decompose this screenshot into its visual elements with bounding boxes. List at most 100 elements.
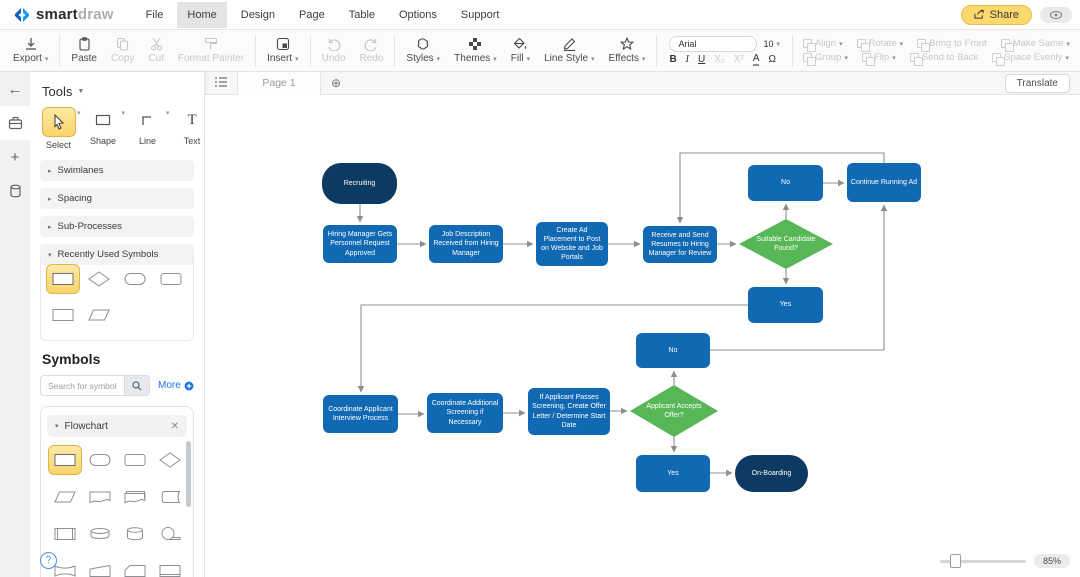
flowchart-node-no-2[interactable]: No — [636, 333, 710, 368]
bring-to-front-button[interactable]: Bring to Front — [917, 38, 987, 52]
text-tool[interactable]: T Text — [183, 111, 201, 147]
symbol-manual-input[interactable] — [83, 556, 117, 577]
fill-button[interactable]: Fill▾ — [504, 35, 537, 66]
export-button[interactable]: Export▾ — [6, 35, 55, 66]
add-page-button[interactable]: ⊕ — [331, 76, 342, 90]
themes-button[interactable]: Themes▾ — [447, 35, 504, 66]
symbol-document[interactable] — [83, 482, 117, 512]
shape-tool[interactable]: Shape — [85, 107, 122, 146]
flowchart-panel-header[interactable]: ▾Flowchart ✕ — [47, 415, 187, 437]
format-painter-button[interactable]: Format Painter — [171, 35, 251, 66]
flowchart-node-yes-2[interactable]: Yes — [636, 455, 710, 492]
share-button[interactable]: Share — [960, 4, 1032, 25]
symbol-magnetic-disk[interactable] — [83, 519, 117, 549]
copy-button[interactable]: Copy — [104, 35, 141, 66]
page-tab[interactable]: Page 1 — [237, 71, 321, 95]
line-tool[interactable]: Line — [129, 107, 166, 146]
insert-button[interactable]: Insert▾ — [260, 35, 306, 66]
underline-button[interactable]: U — [698, 54, 706, 65]
menu-page[interactable]: Page — [299, 8, 325, 21]
flowchart-node-recruiting[interactable]: Recruiting — [322, 163, 397, 204]
recent-symbol-rectangle[interactable] — [46, 264, 80, 294]
space-evenly-button[interactable]: Space Evenly▾ — [992, 52, 1069, 66]
rotate-button[interactable]: Rotate▾ — [856, 38, 903, 52]
symbols-scrollbar[interactable] — [186, 441, 191, 507]
recent-symbol-stadium[interactable] — [118, 264, 152, 294]
recent-symbol-rectangle[interactable] — [46, 300, 80, 330]
group-button[interactable]: Group▾ — [802, 52, 848, 66]
styles-button[interactable]: Styles▾ — [399, 35, 447, 66]
shape-tool-chevron[interactable]: ▾ — [121, 110, 126, 117]
flowchart-node-on-boarding[interactable]: On-Boarding — [735, 455, 808, 492]
preview-eye-button[interactable] — [1040, 6, 1072, 23]
symbol-internal-storage[interactable] — [153, 556, 187, 577]
zoom-slider-handle[interactable] — [949, 553, 961, 568]
superscript-button[interactable]: X² — [733, 54, 744, 65]
cut-button[interactable]: Cut — [141, 35, 171, 66]
make-same-button[interactable]: Make Same▾ — [1000, 38, 1070, 52]
menu-home[interactable]: Home — [177, 1, 227, 28]
symbol-search-button[interactable] — [124, 375, 150, 396]
symbol-stadium[interactable] — [83, 445, 117, 475]
recent-symbol-rounded-rect[interactable] — [154, 264, 188, 294]
subscript-button[interactable]: X₂ — [714, 54, 725, 65]
italic-button[interactable]: I — [685, 54, 690, 65]
section-recently-used[interactable]: ▾Recently Used Symbols — [40, 244, 194, 265]
menu-file[interactable]: File — [145, 8, 164, 21]
align-button[interactable]: Align▾ — [802, 38, 843, 52]
page-list-icon[interactable] — [205, 74, 237, 92]
close-panel-icon[interactable]: ✕ — [170, 420, 179, 432]
more-symbols-link[interactable]: More — [158, 380, 194, 391]
symbol-parallelogram[interactable] — [48, 482, 82, 512]
flowchart-node-coordinate-screening[interactable]: Coordinate Additional Screening if Neces… — [427, 393, 503, 433]
line-style-button[interactable]: Line Style▾ — [537, 35, 601, 66]
flowchart-node-create-ad[interactable]: Create Ad Placement to Post on Website a… — [536, 222, 608, 266]
add-rail-button[interactable]: + — [10, 148, 20, 166]
toolbox-rail-button[interactable] — [0, 106, 30, 140]
redo-button[interactable]: Redo — [353, 36, 391, 66]
symbol-predefined-process[interactable] — [48, 519, 82, 549]
translate-button[interactable]: Translate — [1004, 73, 1070, 93]
flowchart-node-coordinate-interview[interactable]: Coordinate Applicant Interview Process — [323, 395, 398, 433]
section-swimlanes[interactable]: ▸Swimlanes — [40, 160, 194, 181]
flowchart-node-continue-ad[interactable]: Continue Running Ad — [847, 163, 921, 202]
flip-button[interactable]: Flip▾ — [861, 52, 896, 66]
recent-symbol-diamond[interactable] — [82, 264, 116, 294]
symbol-stored-data[interactable] — [153, 482, 187, 512]
section-sub-processes[interactable]: ▸Sub-Processes — [40, 216, 194, 237]
symbol-search-input[interactable] — [40, 375, 124, 396]
symbol-cylinder[interactable] — [118, 519, 152, 549]
symbol-sequential-access[interactable] — [153, 519, 187, 549]
menu-design[interactable]: Design — [240, 8, 275, 21]
font-family-input[interactable] — [669, 35, 758, 52]
effects-button[interactable]: Effects▾ — [602, 35, 653, 66]
zoom-slider[interactable] — [939, 553, 1026, 568]
select-tool[interactable]: Select — [40, 107, 77, 150]
flowchart-node-offer-letter[interactable]: If Applicant Passes Screening, Create Of… — [528, 388, 610, 435]
flowchart-node-no-1[interactable]: No — [748, 165, 823, 201]
section-spacing[interactable]: ▸Spacing — [40, 188, 194, 209]
tools-header[interactable]: Tools▼ — [42, 84, 85, 99]
line-tool-chevron[interactable]: ▾ — [166, 110, 170, 117]
send-to-back-button[interactable]: Send to Back — [909, 52, 978, 66]
flowchart-node-yes-1[interactable]: Yes — [748, 287, 823, 323]
flowchart-node-receive-resumes[interactable]: Receive and Send Resumes to Hiring Manag… — [643, 226, 717, 263]
help-button[interactable]: ? — [40, 552, 57, 569]
symbol-collate[interactable] — [48, 556, 82, 577]
undo-button[interactable]: Undo — [315, 36, 353, 66]
data-rail-button[interactable] — [0, 174, 30, 208]
symbol-rectangle[interactable] — [47, 445, 82, 475]
bold-button[interactable]: B — [669, 54, 677, 65]
menu-options[interactable]: Options — [399, 8, 437, 21]
symbol-diamond[interactable] — [153, 445, 187, 475]
menu-table[interactable]: Table — [348, 8, 375, 21]
font-size-select[interactable]: 10▾ — [763, 38, 780, 49]
paste-button[interactable]: Paste — [64, 35, 104, 66]
flowchart-node-hiring-manager[interactable]: Hiring Manager Gets Personnel Request Ap… — [323, 225, 397, 263]
special-character-button[interactable]: Ω — [768, 54, 776, 65]
symbol-rounded-rect[interactable] — [118, 445, 152, 475]
font-color-button[interactable]: A — [752, 52, 760, 66]
flowchart-node-job-description[interactable]: Job Description Received from Hiring Man… — [429, 225, 503, 263]
menu-support[interactable]: Support — [460, 8, 500, 21]
